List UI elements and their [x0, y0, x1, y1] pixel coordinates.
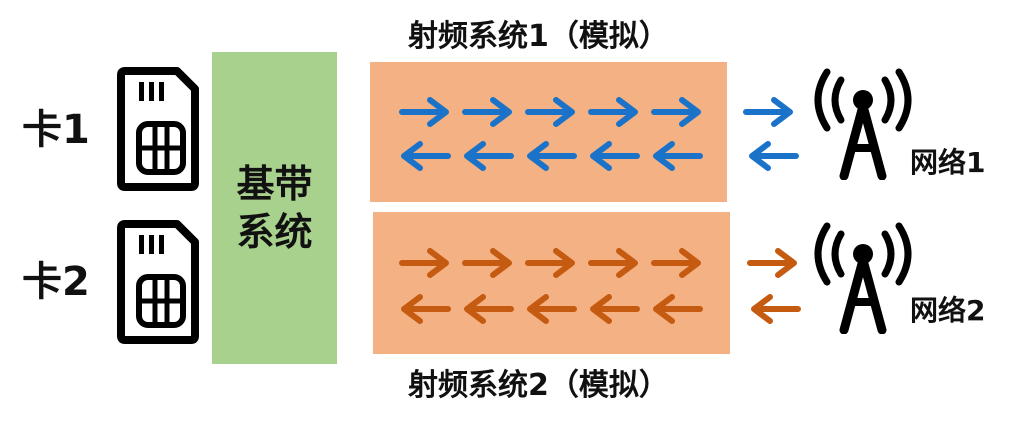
- right-arrow-icon: [588, 248, 638, 278]
- sim-card-icon: [117, 220, 199, 344]
- left-arrow-icon: [401, 294, 451, 324]
- baseband-label-line2: 系统: [236, 210, 313, 254]
- right-arrow-icon: [743, 97, 793, 127]
- left-arrow-icon: [590, 141, 640, 171]
- right-arrow-icon: [525, 248, 575, 278]
- antenna-tower-icon: [814, 222, 912, 334]
- right-arrow-icon: [462, 97, 512, 127]
- left-arrow-icon: [464, 141, 514, 171]
- left-arrow-icon: [464, 294, 514, 324]
- rf-system-1-box: [370, 62, 727, 202]
- card-1-label: 卡1: [22, 107, 90, 153]
- right-arrow-icon: [399, 248, 449, 278]
- network-2-label: 网络2: [910, 294, 986, 327]
- network-1-label: 网络1: [910, 146, 986, 179]
- left-arrow-icon: [751, 294, 801, 324]
- right-arrow-icon: [462, 248, 512, 278]
- rf-system-1-title: 射频系统1（模拟）: [408, 19, 669, 54]
- right-arrow-icon: [525, 97, 575, 127]
- right-arrow-icon: [651, 248, 701, 278]
- left-arrow-icon: [527, 294, 577, 324]
- right-arrow-icon: [588, 97, 638, 127]
- left-arrow-icon: [527, 141, 577, 171]
- left-arrow-icon: [401, 141, 451, 171]
- left-arrow-icon: [749, 141, 799, 171]
- baseband-system-box: 基带 系统: [212, 52, 337, 364]
- sim-card-icon: [117, 67, 199, 191]
- baseband-label-line1: 基带: [236, 162, 313, 206]
- rf-system-2-title: 射频系统2（模拟）: [408, 368, 669, 403]
- right-arrow-icon: [399, 97, 449, 127]
- antenna-tower-icon: [814, 68, 912, 180]
- right-arrow-icon: [747, 248, 797, 278]
- left-arrow-icon: [590, 294, 640, 324]
- rf-system-2-box: [373, 212, 730, 354]
- left-arrow-icon: [653, 294, 703, 324]
- card-2-label: 卡2: [22, 259, 90, 305]
- left-arrow-icon: [653, 141, 703, 171]
- right-arrow-icon: [651, 97, 701, 127]
